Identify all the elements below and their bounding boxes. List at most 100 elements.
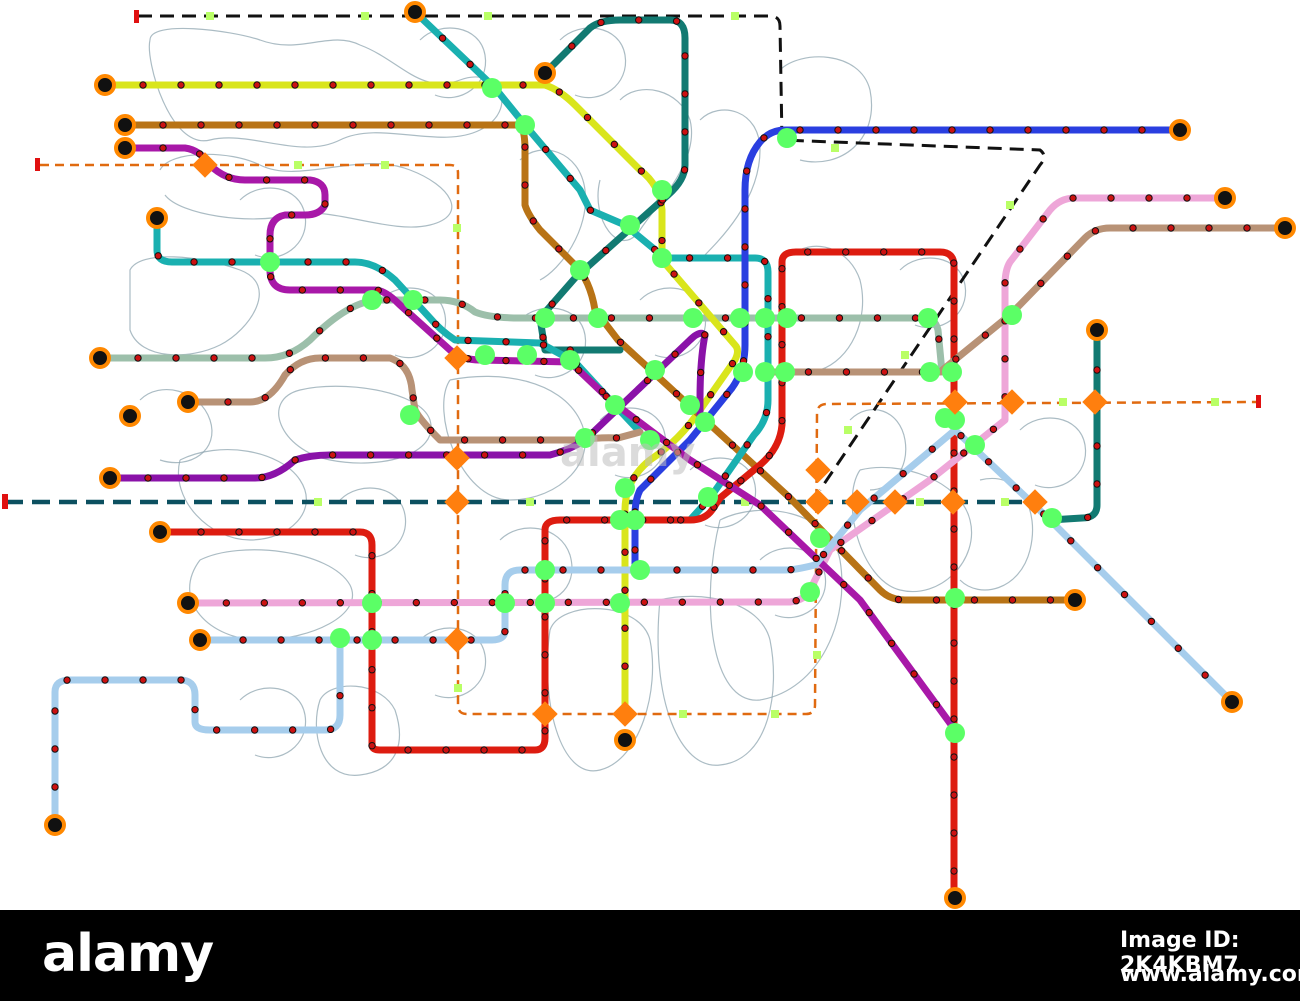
station (743, 441, 751, 449)
interchange (777, 308, 797, 328)
station (621, 662, 629, 670)
interchange (733, 362, 753, 382)
station (597, 566, 605, 574)
station (760, 257, 769, 266)
line-end-marker (1256, 395, 1261, 408)
station (815, 568, 823, 576)
terminus (177, 391, 199, 413)
station (984, 458, 993, 466)
station (631, 546, 639, 554)
station (632, 415, 640, 424)
station (970, 596, 979, 604)
station (928, 445, 936, 453)
station (177, 81, 185, 89)
station (555, 88, 564, 96)
station (139, 81, 147, 89)
line-marker (526, 498, 534, 506)
line-magenta (121, 144, 959, 734)
station (328, 451, 337, 459)
station (191, 705, 199, 714)
station (725, 481, 734, 489)
station (210, 354, 218, 362)
station (321, 354, 330, 362)
station (1062, 126, 1070, 134)
station (359, 354, 368, 362)
interchange (482, 78, 502, 98)
station (235, 528, 243, 536)
station (685, 254, 694, 262)
station (950, 791, 958, 799)
interchange (777, 128, 797, 148)
station (266, 273, 275, 281)
station (443, 81, 451, 89)
station (1138, 126, 1146, 134)
station (640, 598, 649, 606)
station (684, 421, 693, 430)
interchange-diamond (999, 389, 1025, 415)
interchange (645, 360, 665, 380)
interchange (695, 412, 715, 432)
interchange (942, 362, 962, 382)
station (1008, 596, 1017, 604)
interchange (775, 362, 795, 382)
station (1120, 590, 1129, 599)
station (784, 492, 793, 501)
station (235, 121, 243, 129)
station (563, 516, 571, 524)
station (383, 296, 391, 304)
station (1001, 355, 1009, 363)
station (749, 566, 757, 574)
station (458, 300, 466, 309)
station (666, 516, 675, 524)
station (63, 676, 71, 684)
interchange (755, 362, 775, 382)
underlay-curve (546, 608, 654, 772)
station (778, 340, 786, 349)
station (607, 314, 616, 322)
underlay-curve (779, 56, 873, 163)
terminus (119, 405, 141, 427)
station (541, 145, 550, 154)
line-marker (361, 12, 369, 20)
interchange (680, 395, 700, 415)
station (526, 598, 535, 607)
station (51, 783, 59, 791)
station (285, 349, 294, 357)
station (396, 359, 404, 368)
station (910, 126, 918, 134)
station (405, 81, 413, 89)
station (336, 599, 345, 607)
station (672, 390, 681, 398)
underlay-curve (559, 27, 627, 99)
interchange (1002, 305, 1022, 325)
terminus (99, 467, 121, 489)
line-end-marker (134, 10, 139, 23)
station (728, 441, 737, 449)
underlay-curve (499, 527, 573, 604)
station (287, 211, 296, 219)
interchange (625, 510, 645, 530)
station (159, 121, 167, 129)
interchange (920, 362, 940, 382)
station (368, 552, 376, 560)
station (693, 461, 702, 469)
station (1024, 126, 1032, 134)
station (695, 299, 703, 307)
station (564, 598, 573, 607)
station (353, 636, 361, 644)
interchange (605, 395, 625, 415)
line-purple (106, 329, 709, 482)
underlay-curve (657, 595, 775, 766)
station (986, 126, 994, 134)
station (404, 451, 413, 459)
station (583, 113, 592, 122)
station (834, 126, 842, 134)
station (225, 173, 233, 182)
station (602, 246, 610, 255)
station (673, 566, 681, 574)
station (1183, 194, 1191, 202)
station (873, 314, 882, 322)
line-marker (1059, 398, 1067, 406)
station (464, 336, 472, 345)
station (658, 236, 666, 245)
